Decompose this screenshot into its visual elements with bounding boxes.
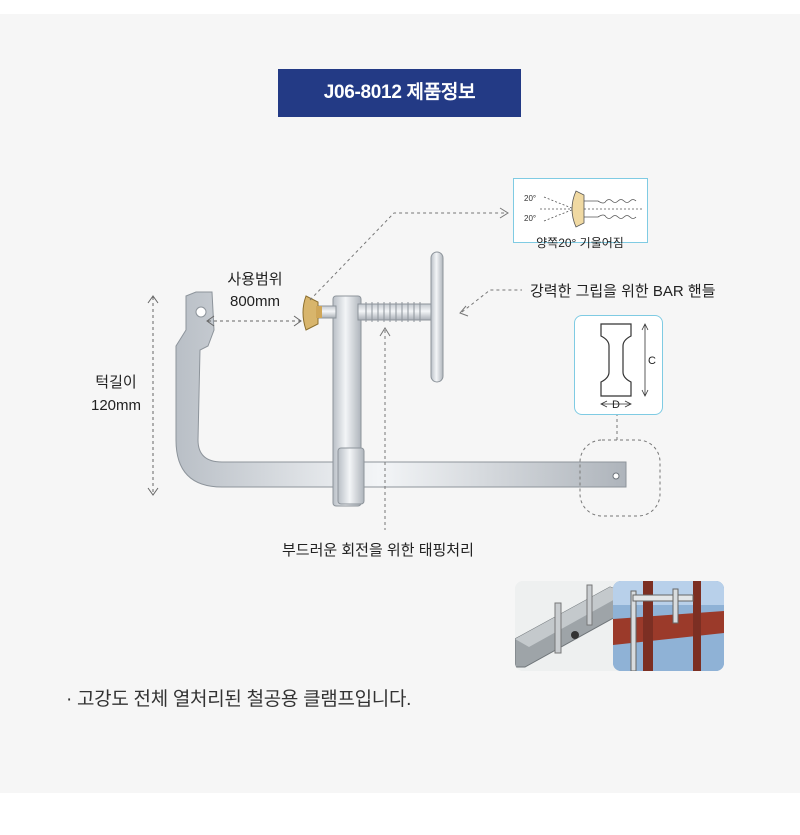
tilt-angle-bottom: 20° xyxy=(524,214,536,223)
range-dimension-line xyxy=(206,315,302,327)
clamp-fixed-jaw xyxy=(175,291,627,488)
tapping-arrow-head xyxy=(379,327,391,337)
range-name-label: 사용범위 xyxy=(227,271,283,288)
range-value-label: 800mm xyxy=(229,293,281,310)
tilt-arrow-head xyxy=(499,207,509,219)
rail-end-callout xyxy=(579,439,661,517)
tilt-caption: 양쪽20° 기울어짐 xyxy=(536,236,624,250)
section-d-label: D xyxy=(612,399,620,411)
throat-dimension-line xyxy=(147,295,159,496)
tilt-detail-box: 20° 20° xyxy=(513,178,648,243)
throat-value-label: 120mm xyxy=(90,397,142,414)
leader-lines xyxy=(309,212,618,530)
bar-handle xyxy=(430,251,444,383)
i-beam-section-icon: C D xyxy=(600,323,656,411)
throat-name-label: 턱길이 xyxy=(95,374,137,391)
clamp-screw xyxy=(317,302,441,322)
handle-arrow-head xyxy=(459,305,469,317)
section-c-label: C xyxy=(648,355,656,367)
product-note: · 고강도 전체 열처리된 철공용 클램프입니다. xyxy=(66,689,412,710)
swivel-pad-detail-icon: 20° 20° xyxy=(524,190,642,228)
tapping-note-label: 부드러운 회전을 위한 태핑처리 xyxy=(282,542,474,559)
product-title-badge: J06-8012 제품정보 xyxy=(278,69,521,117)
clamp-on-steel-beam-photo xyxy=(613,581,724,671)
clamp-swivel-pad xyxy=(302,295,322,331)
clamp-sliding-arm xyxy=(332,295,365,507)
clamp-on-steel-bar-photo xyxy=(515,581,626,671)
handle-note-label: 강력한 그립을 위한 BAR 핸들 xyxy=(530,283,716,300)
rail-cross-section-box: C D xyxy=(574,315,663,415)
tilt-angle-top: 20° xyxy=(524,194,536,203)
